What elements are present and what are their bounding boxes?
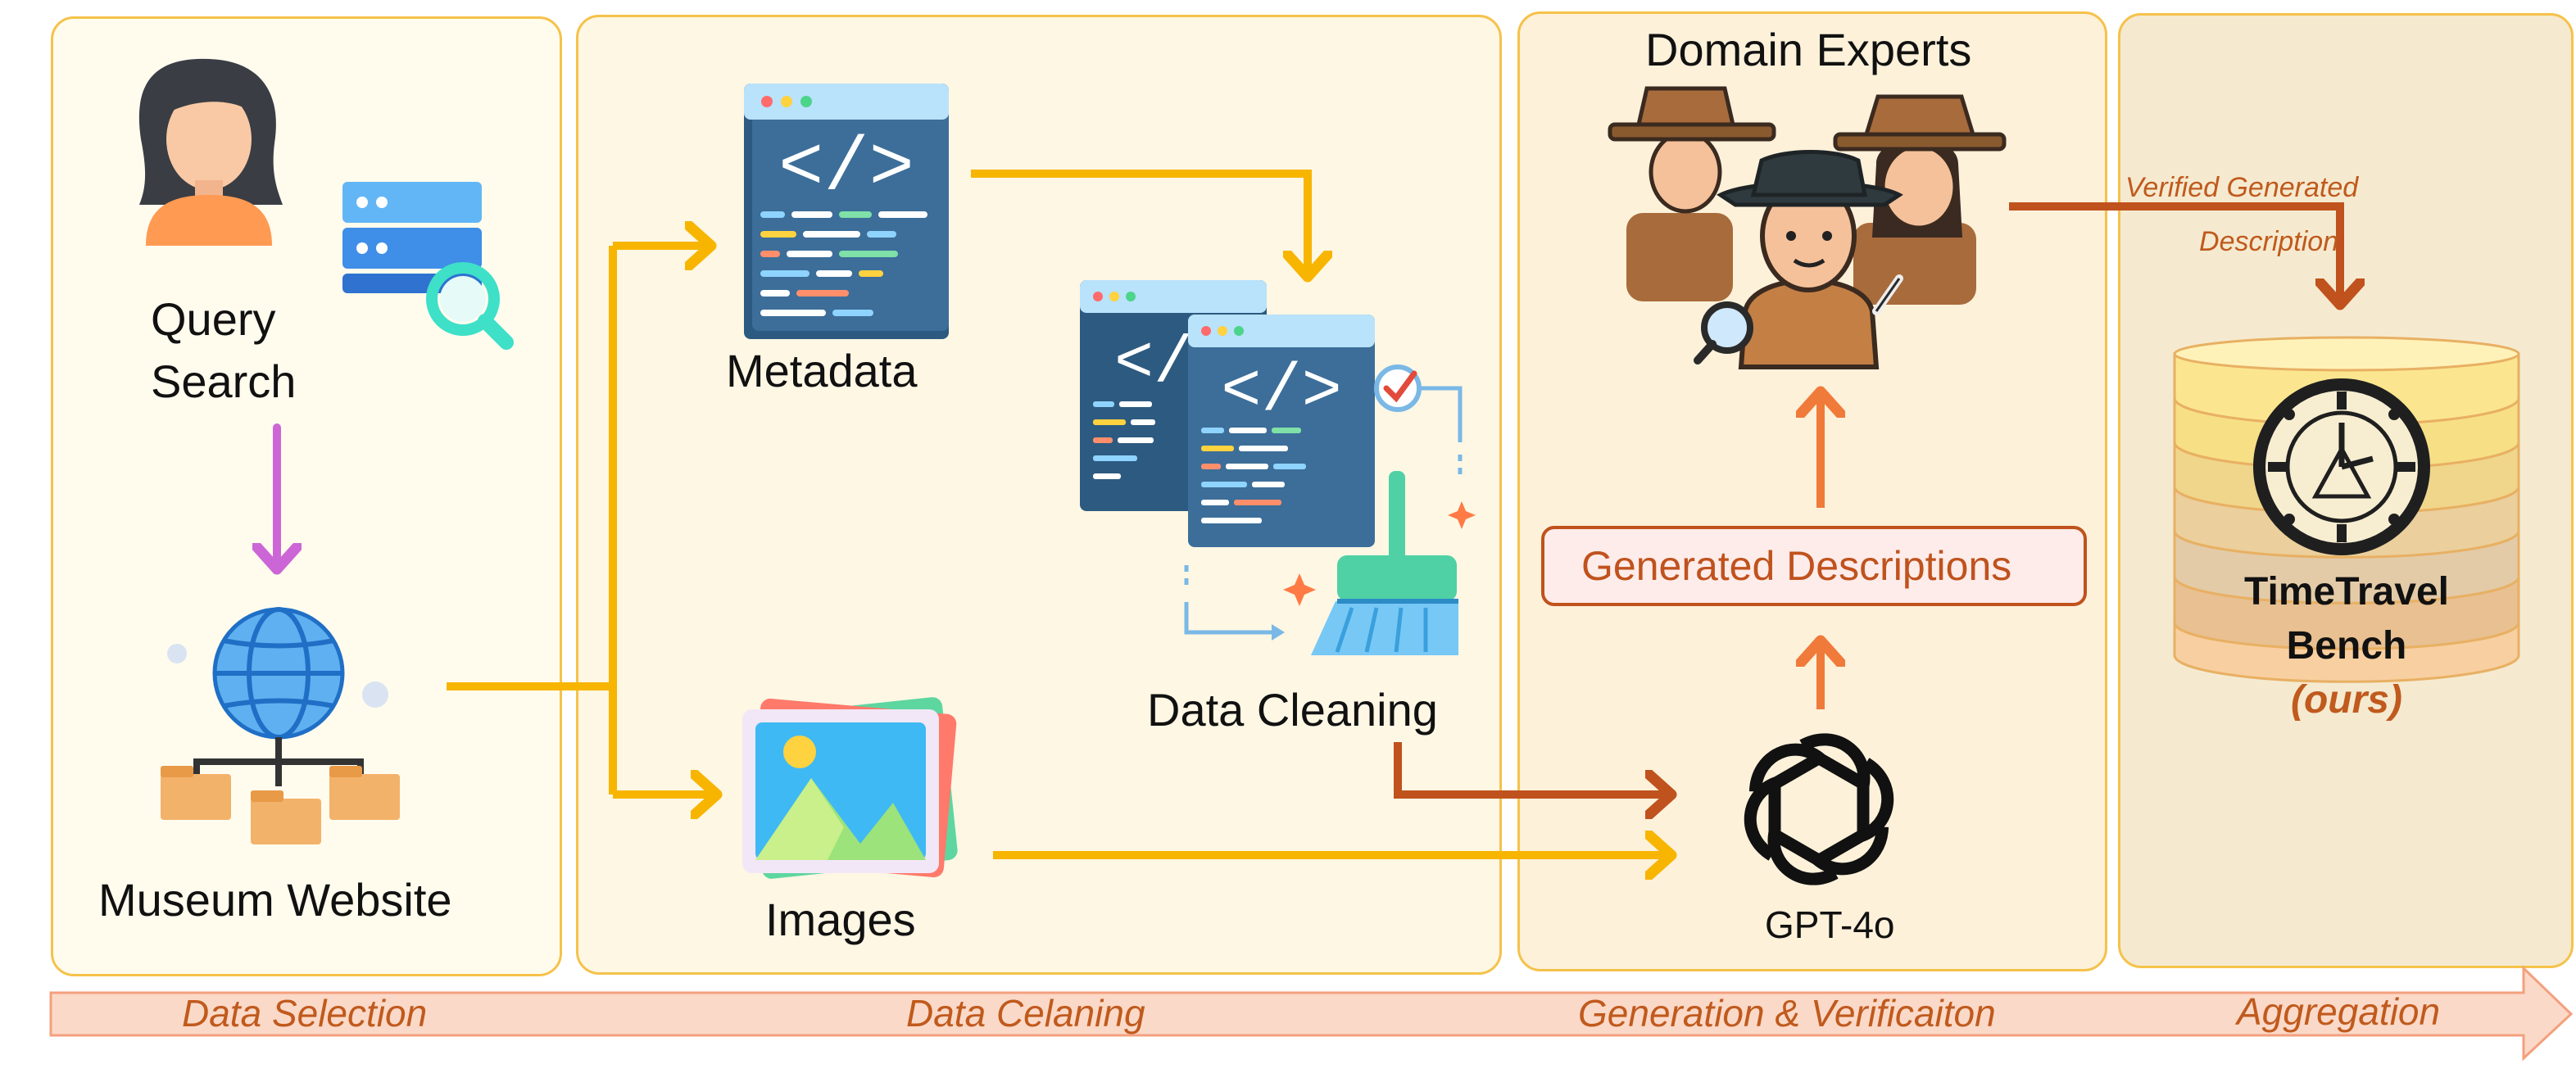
svg-text:</>: </> bbox=[1221, 354, 1342, 430]
museum-website-icon bbox=[161, 607, 400, 844]
stage-generation-verification: Generation & Verificaiton bbox=[1578, 992, 1996, 1035]
gpt-label: GPT-4o bbox=[1765, 903, 1895, 946]
svg-text:</>: </> bbox=[778, 125, 914, 211]
stage-arrow-bar bbox=[49, 965, 2574, 1062]
domain-experts-label: Domain Experts bbox=[1645, 24, 1972, 75]
user-icon bbox=[138, 58, 283, 246]
bench-line1: TimeTravel bbox=[2244, 570, 2449, 613]
verified-line2: Description bbox=[2199, 226, 2339, 257]
generated-descriptions-label: Generated Descriptions bbox=[1581, 543, 2012, 589]
museum-website-label: Museum Website bbox=[98, 874, 452, 926]
images-label: Images bbox=[765, 894, 916, 945]
domain-experts-icon bbox=[1608, 86, 2007, 369]
bench-line2: Bench bbox=[2286, 624, 2407, 668]
bench-ours: (ours) bbox=[2291, 678, 2402, 722]
clock-icon bbox=[2253, 378, 2430, 555]
stage-data-selection: Data Selection bbox=[182, 992, 428, 1035]
data-cleaning-label: Data Cleaning bbox=[1147, 684, 1438, 736]
arrow-metadata-to-cleaning bbox=[971, 170, 1308, 277]
database-search-icon bbox=[342, 182, 514, 350]
images-icon bbox=[742, 697, 958, 879]
query-search-line2: Search bbox=[151, 355, 297, 407]
metadata-code-icon: </> bbox=[744, 84, 949, 339]
metadata-label: Metadata bbox=[726, 345, 918, 396]
arrow-experts-to-bench bbox=[2009, 202, 2340, 305]
query-search-label: Query Search bbox=[151, 288, 296, 413]
timetravel-bench-label: TimeTravel Bench (ours) bbox=[2175, 565, 2519, 727]
stage-aggregation: Aggregation bbox=[2237, 990, 2441, 1033]
svg-text:</: </ bbox=[1114, 327, 1193, 401]
arrow-cleaning-to-gpt bbox=[1394, 742, 1671, 795]
arrow-museum-split bbox=[447, 246, 617, 795]
verified-description-label: Verified Generated Description bbox=[2125, 161, 2358, 269]
openai-logo-icon bbox=[1744, 733, 1894, 885]
verified-line1: Verified Generated bbox=[2125, 172, 2359, 203]
data-cleaning-icon: </ </> bbox=[1080, 280, 1476, 655]
generated-descriptions-box bbox=[1541, 526, 2087, 606]
stage-data-cleaning: Data Celaning bbox=[906, 992, 1145, 1035]
query-search-line1: Query bbox=[151, 293, 276, 345]
